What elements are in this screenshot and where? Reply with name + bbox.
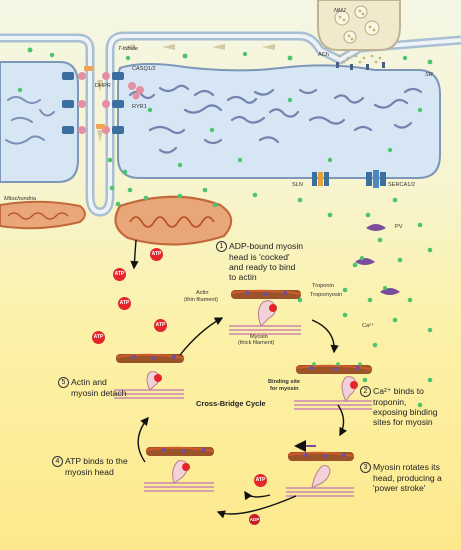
ryr-label: RYR1 bbox=[132, 104, 147, 110]
calcium-ions bbox=[17, 47, 433, 408]
dhpr-ryr-channels bbox=[62, 66, 144, 134]
parvalbumin bbox=[355, 224, 400, 295]
step-5-number: 5 bbox=[58, 377, 69, 388]
atp-token: ATP bbox=[150, 248, 163, 261]
actin-sub-label: (thin filament) bbox=[184, 297, 218, 303]
pv-label: PV bbox=[395, 224, 403, 230]
crossbridge-units bbox=[114, 289, 373, 497]
myosin-label: Myosin bbox=[250, 334, 268, 340]
sln-serca-pumps bbox=[312, 170, 386, 188]
calcium-label: Ca²⁺ bbox=[362, 323, 374, 329]
mitochondria-shapes bbox=[0, 195, 233, 246]
binding-site-label: Binding site bbox=[268, 379, 301, 385]
troponin-label: Troponin bbox=[312, 283, 334, 289]
atp-token: ATP bbox=[118, 297, 131, 310]
atp-token: ATP bbox=[154, 319, 167, 332]
nmj-label: NMJ bbox=[334, 8, 346, 14]
casq-label: CASQ1/2 bbox=[132, 66, 156, 72]
tropomyosin-label: Tropomyosin bbox=[310, 292, 343, 298]
actin-label: Actin bbox=[196, 290, 209, 296]
step-2-number: 2 bbox=[360, 386, 371, 397]
sr-main bbox=[117, 63, 441, 179]
adp-token: ADP bbox=[249, 514, 260, 525]
myosin-sub-label: (thick filament) bbox=[238, 340, 275, 346]
atp-token: ATP bbox=[92, 331, 105, 344]
serca-label: SERCA1/2 bbox=[388, 182, 416, 188]
dhpr-label: DHPR bbox=[95, 83, 111, 89]
step-4-number: 4 bbox=[52, 456, 63, 467]
step-3-number: 3 bbox=[360, 462, 371, 473]
sr-label: SR bbox=[425, 72, 433, 78]
ttubule-label: T-tubule bbox=[118, 46, 139, 52]
step-1-number: 1 bbox=[216, 241, 227, 252]
mitochondria-label: Mitochondria bbox=[4, 196, 37, 202]
binding-site-sub-label: for myosin bbox=[270, 386, 299, 392]
cycle-title: Cross-Bridge Cycle bbox=[196, 399, 266, 408]
ach-label: ACh bbox=[318, 52, 329, 58]
nmj-terminal bbox=[317, 0, 401, 70]
membrane-flow-arrows bbox=[97, 44, 275, 142]
atp-token: ATP bbox=[113, 268, 126, 281]
sln-label: SLN bbox=[292, 182, 303, 188]
cycle-arrows bbox=[130, 239, 347, 519]
atp-token: ATP bbox=[254, 474, 267, 487]
